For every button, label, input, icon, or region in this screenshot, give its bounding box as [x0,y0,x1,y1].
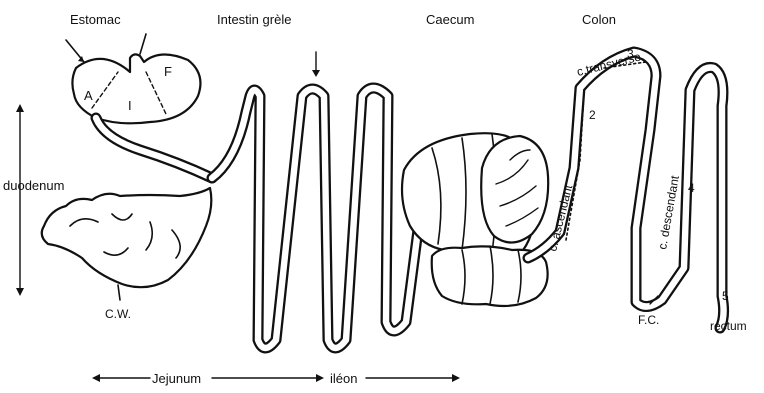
stomach-drawing: A I F [66,34,200,123]
label-ileon: iléon [330,371,357,386]
stomach-label-a: A [84,88,93,103]
duodenum-drawing: C.W. [42,118,212,321]
label-caecum: Caecum [426,12,474,27]
label-jejunum: Jejunum [152,371,201,386]
duodenum-tube-inner [96,118,212,178]
jejunum-arrowhead-right [316,374,324,382]
esophagus-line [140,34,146,54]
ileon-arrowhead-right [452,374,460,382]
label-num-2: 2 [589,108,596,122]
small-intestine-drawing [212,52,418,348]
label-fc: F.C. [638,313,659,327]
label-num-3: 3 [627,47,634,61]
label-c-descendant: c. descendant [655,174,682,251]
label-cw: C.W. [105,307,131,321]
label-num-4: 4 [688,181,695,195]
label-duodenum: duodenum [3,178,64,193]
label-c-ascendant: c. ascendant [545,183,575,253]
colon-drawing: c. ascendant c.transverse c. descendant … [528,47,747,333]
appendix-pouch [481,136,548,243]
stomach-label-f: F [164,64,172,79]
caecum-drawing [402,133,548,306]
label-intestin-grele: Intestin grèle [217,12,291,27]
stomach-label-i: I [128,98,132,113]
jejunum-arrowhead-left [92,374,100,382]
label-rectum: rectum [710,319,747,333]
cw-pointer-line [118,285,120,300]
duodenum-arrowhead-top [16,104,24,112]
duodenum-arrowhead-bottom [16,288,24,296]
small-intestine-tube-inner [212,88,418,348]
duodenum-loop [42,188,212,287]
label-num-5: 5 [722,289,729,303]
intestine-pointer-arrowhead [312,70,320,77]
label-colon: Colon [582,12,616,27]
duodenum-span-arrow [16,104,24,296]
bottom-span-arrows: Jejunum iléon [92,371,460,386]
label-estomac: Estomac [70,12,121,27]
